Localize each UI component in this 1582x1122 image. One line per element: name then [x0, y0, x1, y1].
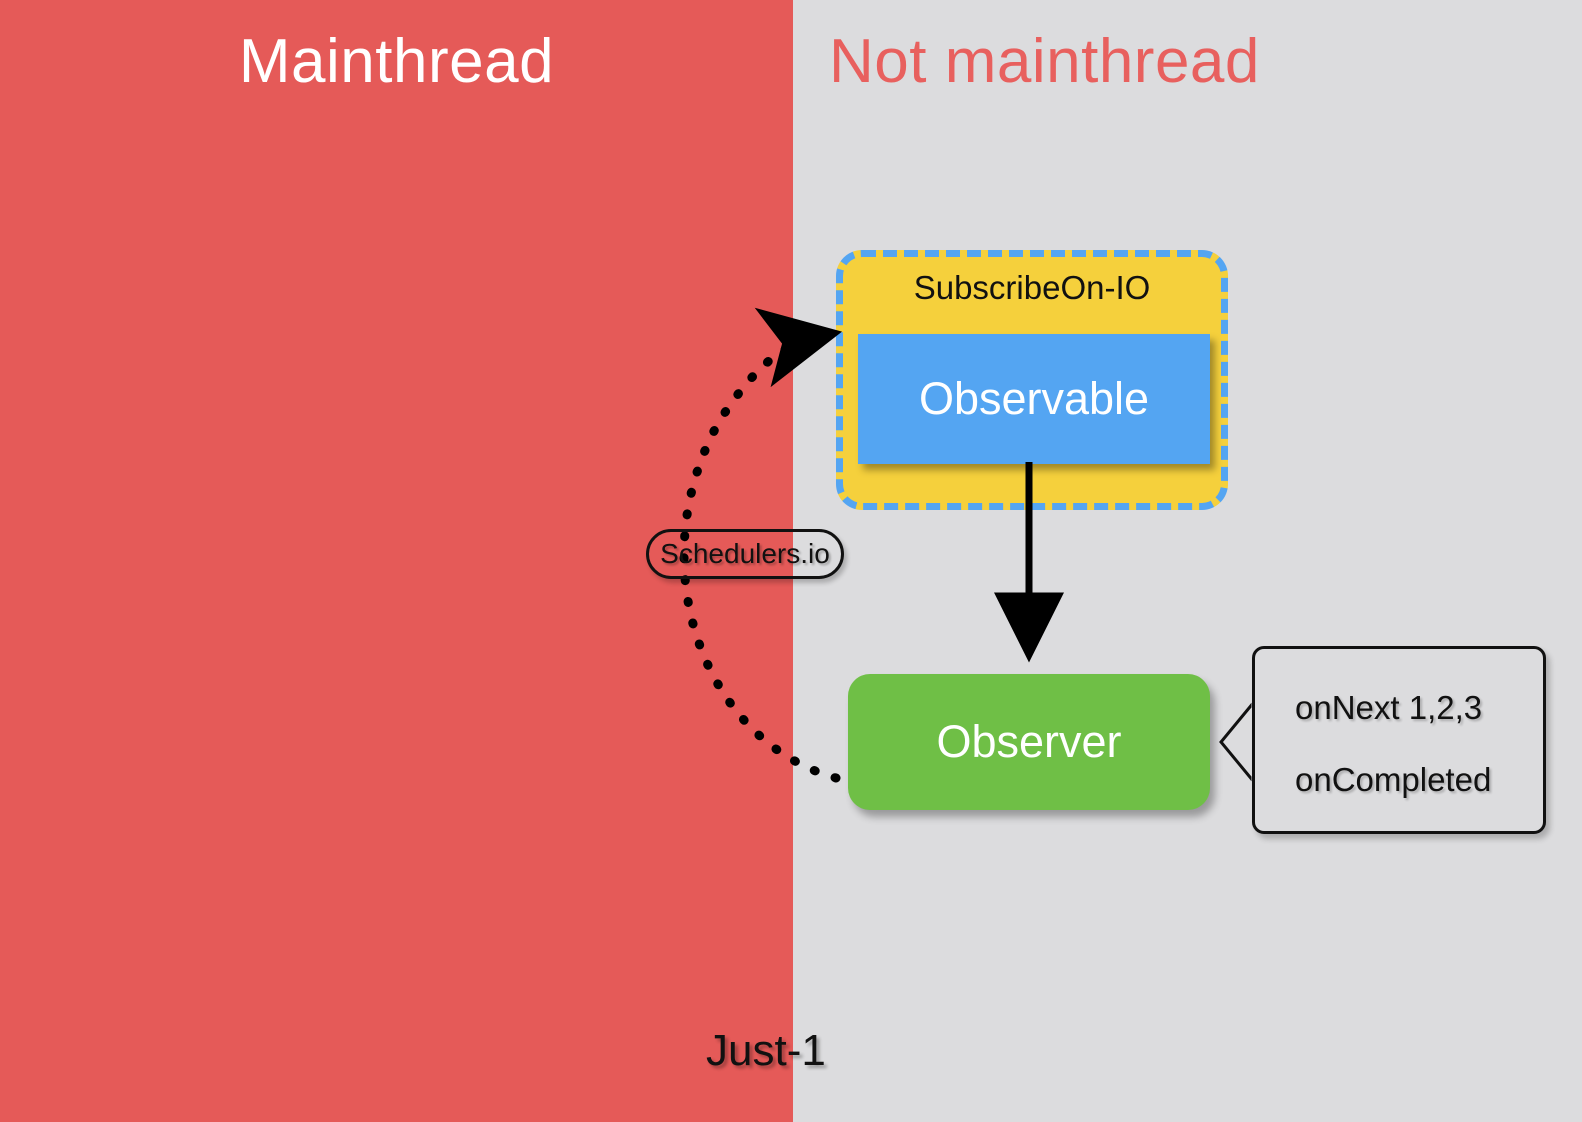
subscribe-on-io-label: SubscribeOn-IO	[913, 269, 1151, 306]
observer-callout[interactable]: onNext 1,2,3 onCompleted	[1252, 646, 1546, 834]
schedulers-io-label: Schedulers.io	[660, 538, 830, 569]
not-mainthread-title: Not mainthread	[829, 27, 1260, 96]
schedulers-io-pill[interactable]: Schedulers.io	[646, 529, 844, 579]
observable-box[interactable]: Observable	[858, 334, 1210, 464]
callout-oncompleted-line: onCompleted	[1295, 761, 1492, 798]
callout-onnext-line: onNext 1,2,3	[1295, 689, 1483, 726]
not-mainthread-region	[793, 0, 1582, 1122]
observable-label: Observable	[918, 373, 1150, 424]
observer-label: Observer	[936, 716, 1122, 767]
mainthread-title: Mainthread	[238, 27, 555, 96]
observer-box[interactable]: Observer	[848, 674, 1210, 810]
diagram-caption: Just-1	[706, 1026, 826, 1075]
